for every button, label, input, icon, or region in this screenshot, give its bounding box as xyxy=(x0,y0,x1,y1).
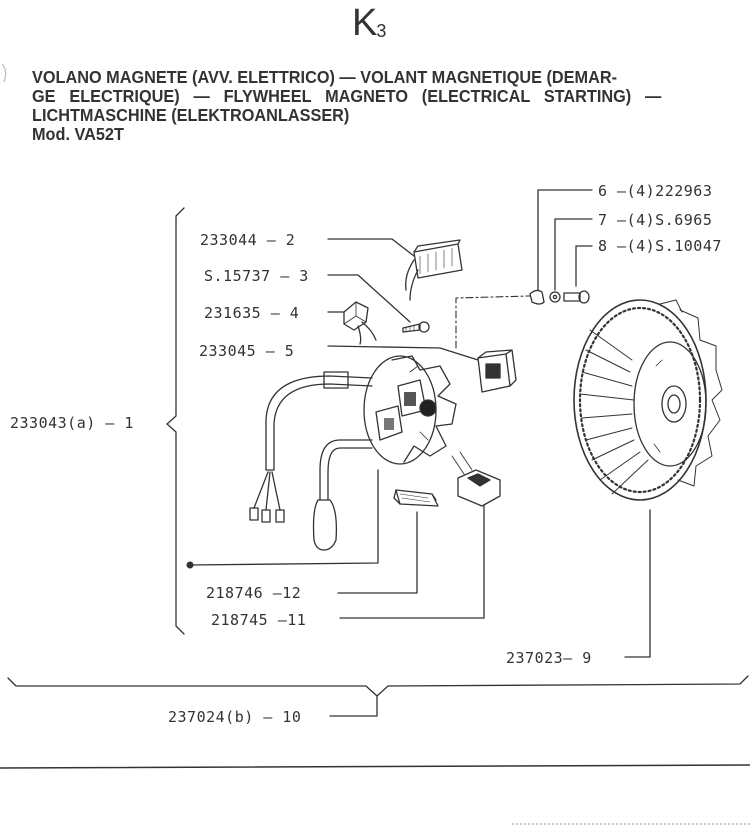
part-label-8: 8 —(4)S.10047 xyxy=(598,237,722,255)
leader-5 xyxy=(327,345,479,361)
page-code-sub: 3 xyxy=(376,21,386,41)
coil-part-2 xyxy=(405,239,463,301)
leader-2 xyxy=(327,238,415,257)
title-line-3: LICHTMASCHINE (ELEKTROANLASSER) xyxy=(32,105,350,125)
leader-6 xyxy=(537,189,593,291)
washer-part-7 xyxy=(549,291,561,303)
leader-11 xyxy=(339,504,485,619)
part-label-9: 237023— 9 xyxy=(506,649,592,667)
part-label-3: S.15737 — 3 xyxy=(204,267,309,285)
part-label-10: 237024(b) — 10 xyxy=(168,708,302,726)
leader-9 xyxy=(624,509,651,658)
footer-dotted-line xyxy=(512,823,750,825)
flywheel-part-9 xyxy=(573,299,723,501)
bolt-part-8 xyxy=(563,290,590,304)
page-code-letter: K xyxy=(352,2,377,44)
part-label-11: 218745 —11 xyxy=(211,611,307,629)
model-label: Mod. VA52T xyxy=(32,124,124,144)
leader-7 xyxy=(554,218,593,291)
part-label-6: 6 —(4)222963 xyxy=(598,182,713,200)
leader-3 xyxy=(327,274,411,323)
page-code: K3 xyxy=(352,2,386,45)
screw-part-3 xyxy=(402,321,430,333)
leader-12 xyxy=(337,511,418,594)
condenser-part-4 xyxy=(343,301,377,345)
coil-part-5 xyxy=(477,349,517,393)
stator-assembly xyxy=(363,355,457,465)
title-line-1: VOLANO MAGNETE (AVV. ELETTRICO) — VOLANT… xyxy=(32,67,617,87)
lock-washer-part-6 xyxy=(529,289,545,305)
part-label-4: 231635 — 4 xyxy=(204,304,300,322)
pole-shoe-part-12 xyxy=(393,489,439,507)
margin-mark xyxy=(1,63,7,83)
part-label-12: 218746 —12 xyxy=(206,584,302,602)
section-title: VOLANO MAGNETE (AVV. ELETTRICO) — VOLANT… xyxy=(32,68,750,144)
title-line-2: GE ELECTRIQUE) — FLYWHEEL MAGNETO (ELECT… xyxy=(32,86,662,106)
group-brace-10 xyxy=(7,675,749,697)
part-label-2: 233044 — 2 xyxy=(200,231,296,249)
separator-line xyxy=(0,764,750,769)
part-label-1: 233043(a) — 1 xyxy=(10,414,134,432)
part-label-5: 233045 — 5 xyxy=(199,342,295,360)
part-label-7: 7 —(4)S.6965 xyxy=(598,211,713,229)
leader-8 xyxy=(575,245,593,287)
wire-harness xyxy=(249,371,373,551)
coil-part-11 xyxy=(451,451,501,507)
group-brace-1 xyxy=(166,207,185,635)
alignment-line xyxy=(455,295,531,349)
